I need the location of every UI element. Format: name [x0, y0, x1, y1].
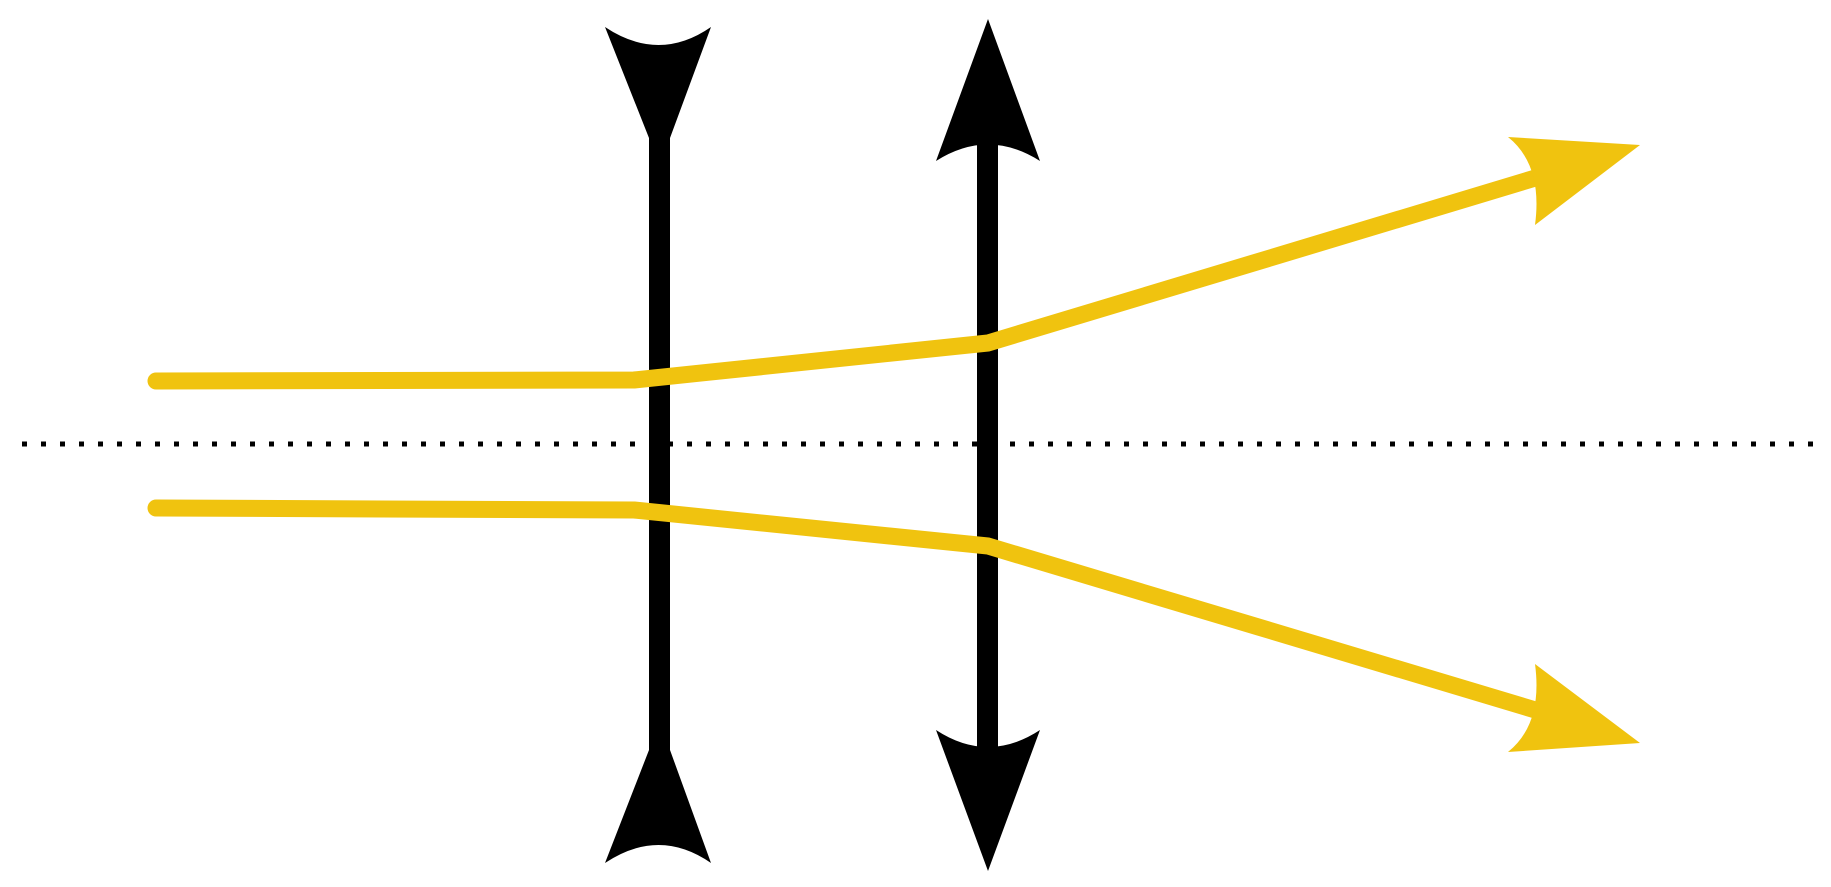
diverging-lens-top-head — [605, 27, 711, 138]
diverging-lens-body — [649, 135, 670, 752]
converging-lens-top-head — [936, 19, 1040, 161]
diverging-lens-bottom-head — [605, 750, 711, 863]
lower-ray-path — [147, 499, 1551, 721]
upper-ray — [147, 137, 1640, 390]
lower-ray — [147, 499, 1640, 752]
upper-ray-arrowhead — [1508, 137, 1640, 225]
upper-ray-path — [147, 167, 1551, 390]
converging-lens — [936, 19, 1040, 871]
converging-lens-bottom-head — [936, 730, 1040, 871]
lower-ray-arrowhead — [1508, 664, 1640, 752]
converging-lens-body — [977, 140, 998, 752]
diverging-lens — [605, 27, 711, 863]
